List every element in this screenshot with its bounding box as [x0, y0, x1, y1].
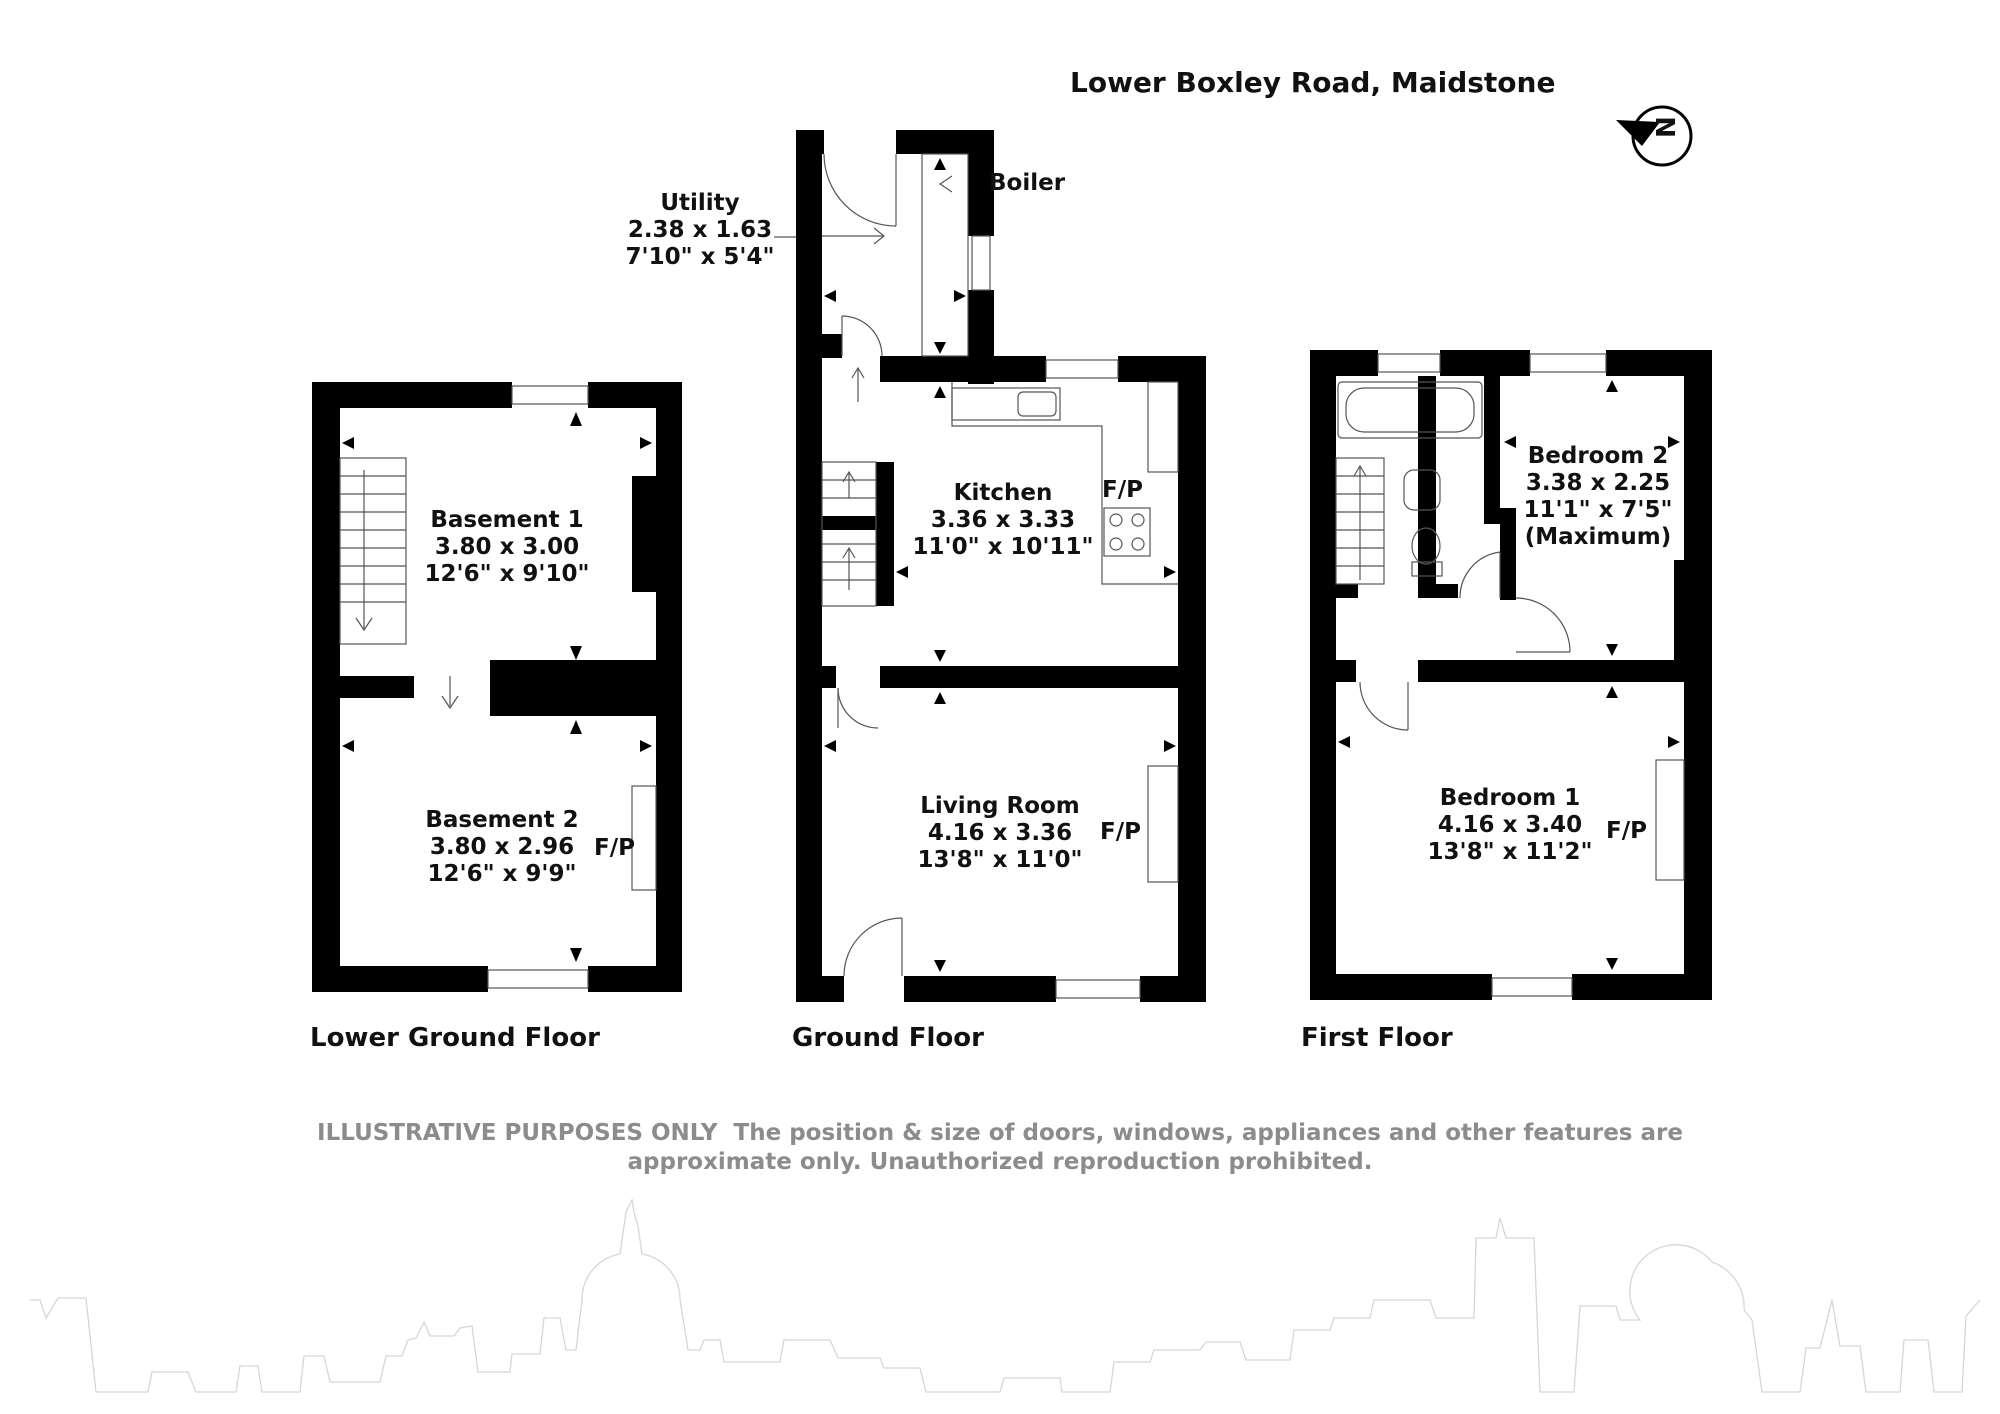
living-room-metric: 4.16 x 3.36: [928, 820, 1072, 846]
property-title: Lower Boxley Road, Maidstone: [1070, 66, 1555, 99]
lower-ground-floor-plan: [312, 382, 682, 992]
basement1-imperial: 12'6" x 9'10": [425, 561, 590, 587]
floor-name-ground: Ground Floor: [792, 1023, 984, 1053]
utility-imperial: 7'10" x 5'4": [626, 244, 775, 270]
utility-name: Utility: [660, 190, 739, 216]
kitchen-fireplace-label: F/P: [1102, 477, 1143, 503]
bedroom1-imperial: 13'8" x 11'2": [1428, 839, 1593, 865]
utility-metric: 2.38 x 1.63: [628, 217, 772, 243]
kitchen-name: Kitchen: [954, 480, 1053, 506]
bedroom2-note: (Maximum): [1525, 524, 1671, 550]
bedroom2-imperial: 11'1" x 7'5": [1524, 497, 1673, 523]
basement1-metric: 3.80 x 3.00: [435, 534, 579, 560]
floor-name-lower-ground: Lower Ground Floor: [310, 1023, 600, 1053]
kitchen-imperial: 11'0" x 10'11": [913, 534, 1094, 560]
living-room-name: Living Room: [920, 793, 1080, 819]
floor-name-first: First Floor: [1301, 1023, 1453, 1053]
disclaimer-line2: approximate only. Unauthorized reproduct…: [628, 1149, 1373, 1175]
disclaimer-line1: ILLUSTRATIVE PURPOSES ONLY The position &…: [317, 1120, 1683, 1146]
basement1-name: Basement 1: [430, 507, 583, 533]
ground-floor-plan: [796, 130, 1206, 1002]
bedroom2-metric: 3.38 x 2.25: [1526, 470, 1670, 496]
living-room-imperial: 13'8" x 11'0": [918, 847, 1083, 873]
basement2-imperial: 12'6" x 9'9": [428, 861, 577, 887]
basement2-name: Basement 2: [425, 807, 578, 833]
skyline-watermark: [30, 1197, 1981, 1393]
bedroom1-fireplace-label: F/P: [1606, 818, 1647, 844]
disclaimer-lead: ILLUSTRATIVE PURPOSES ONLY: [317, 1120, 718, 1146]
compass-letter: N: [1652, 116, 1682, 138]
living-room-fireplace-label: F/P: [1100, 819, 1141, 845]
bedroom2-name: Bedroom 2: [1528, 443, 1669, 469]
north-arrow-icon: N: [1616, 105, 1693, 167]
kitchen-metric: 3.36 x 3.33: [931, 507, 1075, 533]
basement2-metric: 3.80 x 2.96: [430, 834, 574, 860]
first-floor-plan: [1310, 350, 1712, 1000]
disclaimer-text1: The position & size of doors, windows, a…: [734, 1120, 1683, 1146]
boiler-label: Boiler: [989, 170, 1066, 196]
bedroom1-name: Bedroom 1: [1440, 785, 1581, 811]
basement2-fireplace-label: F/P: [594, 835, 635, 861]
bedroom1-metric: 4.16 x 3.40: [1438, 812, 1582, 838]
